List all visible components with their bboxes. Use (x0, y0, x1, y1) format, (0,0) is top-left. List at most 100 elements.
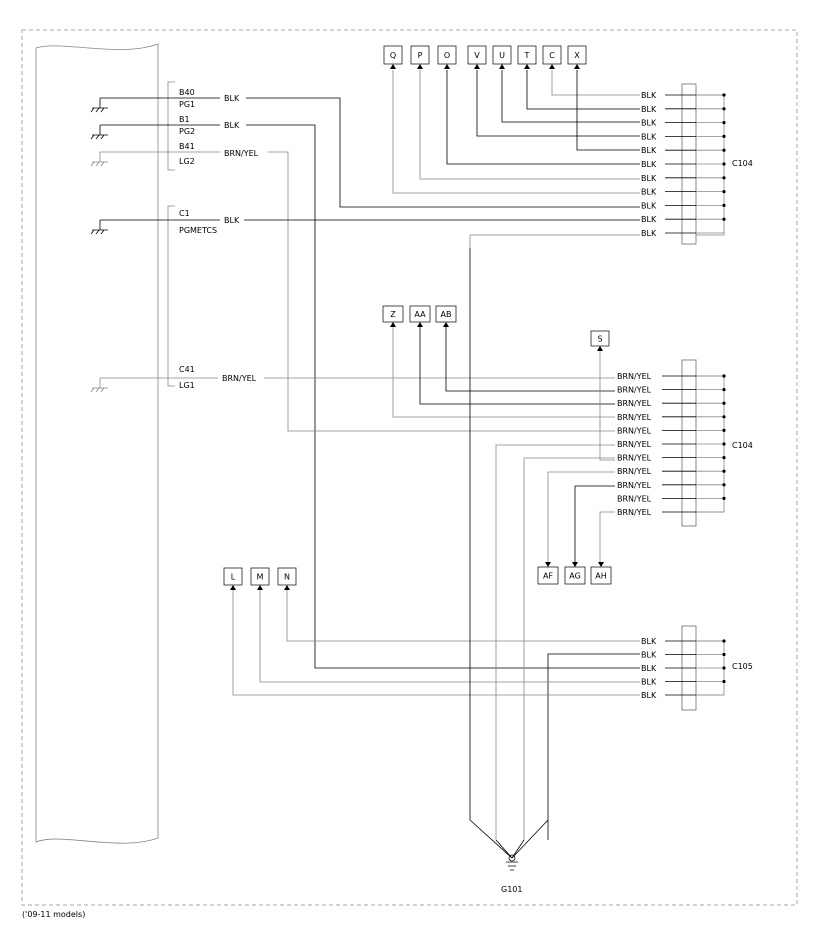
connector-name: C104 (732, 441, 753, 450)
wire-label: BRN/YEL (617, 426, 652, 435)
wire-label: BLK (641, 651, 657, 660)
ground-convergence (469, 248, 549, 871)
ref-aa-label: AA (414, 310, 426, 319)
splice-dot (722, 415, 726, 419)
pin-sub: PGMETCS (179, 226, 217, 235)
splice-dot (722, 496, 726, 500)
splice-dot (722, 121, 726, 125)
splice-dot (722, 190, 726, 194)
ref-m-label: M (257, 573, 264, 582)
connector-name: C104 (732, 159, 753, 168)
wire-label: BLK (641, 678, 657, 687)
pin-sub: PG2 (179, 127, 195, 136)
splice-dot (722, 388, 726, 392)
wire-label: BLK (641, 119, 657, 128)
ref-o-arrow (444, 64, 450, 69)
splice-dot (722, 401, 726, 405)
wire-color: BRN/YEL (224, 149, 259, 158)
wire-label: BLK (641, 201, 657, 210)
ref-af-arrow (545, 562, 551, 567)
pin-id: B41 (179, 142, 195, 151)
ecm-pin-labels: B40 PG1 B1 PG2 B41 LG2 C1 PGMETCS C41 LG… (179, 88, 217, 390)
ground-label: G101 (501, 885, 522, 894)
splice-dot (722, 107, 726, 111)
ref-ag-label: AG (569, 572, 581, 581)
ref-z-label: Z (390, 310, 396, 319)
c104-lower-harness (392, 325, 615, 840)
ref-n-label: N (284, 573, 290, 582)
wire-color: BLK (224, 121, 240, 130)
ref-s-label: S (597, 335, 602, 344)
pin-id: C1 (179, 209, 190, 218)
wire-label: BLK (641, 637, 657, 646)
ref-aa-arrow (417, 322, 423, 327)
splice-dot (722, 456, 726, 460)
diagram-frame (21, 29, 798, 906)
ref-m-arrow (257, 585, 263, 590)
wire-label: BRN/YEL (617, 440, 652, 449)
splice-dot (722, 217, 726, 221)
splice-dot (722, 428, 726, 432)
wire-label: BRN/YEL (617, 467, 652, 476)
pin-sub: LG1 (179, 381, 195, 390)
ecm-connector-bracket-b (167, 81, 175, 171)
pin-sub: LG2 (179, 157, 195, 166)
wire-color: BRN/YEL (222, 374, 257, 383)
ref-ab-label: AB (441, 310, 452, 319)
splice-dot (722, 666, 726, 670)
ref-l-label: L (231, 573, 236, 582)
wire-label: BLK (641, 691, 657, 700)
splice-dot (722, 148, 726, 152)
wire-label: BRN/YEL (617, 481, 652, 490)
footer-note: ('09-11 models) (22, 910, 85, 919)
ref-v-label: V (474, 51, 480, 60)
ecm-connector-bracket-c (167, 205, 175, 387)
ref-ag-arrow (572, 562, 578, 567)
ref-x-label: X (574, 51, 580, 60)
wire-color: BLK (224, 94, 240, 103)
ref-p-label: P (418, 51, 423, 60)
splice-dot (722, 203, 726, 207)
ref-s-arrow (597, 346, 603, 351)
ref-c-label: C (549, 51, 555, 60)
ref-l-arrow (230, 585, 236, 590)
wire-label: BLK (641, 146, 657, 155)
ground-junction (508, 854, 516, 862)
ref-x-arrow (574, 64, 580, 69)
wire-label: BRN/YEL (617, 494, 652, 503)
ref-q-arrow (390, 64, 396, 69)
ref-n-arrow (284, 585, 290, 590)
splice-dot (722, 469, 726, 473)
ref-o-label: O (444, 51, 450, 60)
ref-af-label: AF (543, 572, 553, 581)
wire-label: BRN/YEL (617, 454, 652, 463)
wire-label: BLK (641, 160, 657, 169)
ecm-wire-color-labels: BLK BLK BRN/YEL BLK BRN/YEL (222, 94, 259, 383)
ecm-body (35, 43, 159, 844)
ref-ah-label: AH (595, 572, 607, 581)
wire-label: BRN/YEL (617, 508, 652, 517)
connector-name: C105 (732, 662, 753, 671)
wire-label: BLK (641, 664, 657, 673)
wire-label: BLK (641, 229, 657, 238)
splice-dot (722, 483, 726, 487)
wire-color: BLK (224, 216, 240, 225)
pin-sub: PG1 (179, 100, 195, 109)
ref-q-label: Q (390, 51, 396, 60)
splice-dot (722, 679, 726, 684)
connector-c104-lower (681, 359, 725, 527)
wire-label: BLK (641, 215, 657, 224)
ref-ab-arrow (443, 322, 449, 327)
splice-dot (722, 639, 726, 643)
wire-label: BRN/YEL (617, 386, 652, 395)
splice-dot (722, 134, 726, 138)
splice-dot (722, 652, 726, 657)
ref-v-arrow (474, 64, 480, 69)
wire-label: BRN/YEL (617, 372, 652, 381)
ref-u-arrow (499, 64, 505, 69)
ref-ah-arrow (598, 562, 604, 567)
ecm-internal-grounds (90, 97, 166, 393)
pin-id: B1 (179, 115, 190, 124)
